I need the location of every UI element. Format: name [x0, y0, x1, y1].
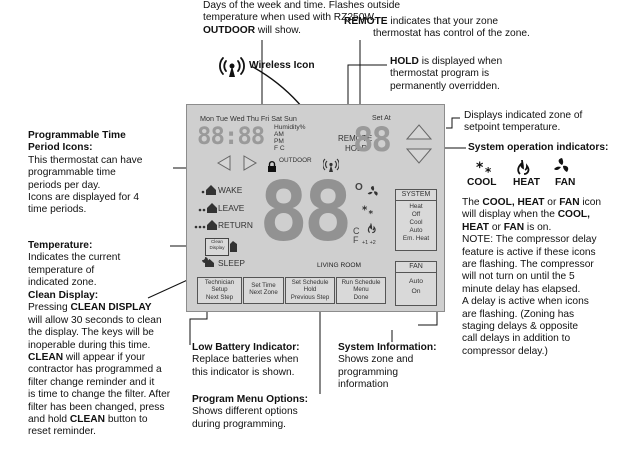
period-icon-wake [201, 183, 217, 201]
lcd-heat-icon [367, 221, 380, 239]
callout-wireless-label: Wireless Icon [249, 60, 315, 71]
time-left-arrow[interactable] [217, 155, 231, 176]
f-c-indicator: F C [274, 145, 285, 152]
cool-label: COOL [467, 177, 497, 188]
clean-display-button[interactable]: Clean Display [205, 238, 229, 256]
low-battery-lock-icon [267, 160, 277, 178]
wireless-signal-icon [219, 56, 245, 83]
main-temperature-digits: 88 [259, 165, 353, 260]
period-icon-return [194, 218, 218, 236]
svg-text:*: * [476, 160, 484, 176]
callout-temperature: Temperature: Indicates the current tempe… [28, 240, 121, 289]
system-mode-em-heat[interactable]: Em. Heat [402, 235, 430, 242]
callout-clean-display: Clean Display: Pressing CLEAN DISPLAY wi… [28, 290, 171, 438]
lcd-cool-icon: ** [362, 203, 378, 223]
period-icon-leave [198, 201, 218, 219]
period-label-return: RETURN [218, 220, 253, 230]
run-schedule-button[interactable]: Run Schedule Menu Done [336, 277, 386, 304]
set-schedule-button[interactable]: Set Schedule Hold Previous Step [285, 277, 335, 304]
callout-system-operation: System operation indicators: [468, 142, 609, 153]
system-mode-panel[interactable]: SYSTEM Heat Off Cool Auto Em. Heat [395, 189, 437, 251]
callout-setpoint: Displays indicated zone of setpoint temp… [464, 110, 583, 134]
leader-setpoint [446, 117, 460, 129]
fan-mode-on[interactable]: On [411, 288, 421, 295]
hold-indicator: HOLD [345, 144, 368, 153]
callout-hold: HOLD is displayed when thermostat progra… [390, 56, 503, 92]
fan-label: FAN [555, 177, 576, 188]
callout-system-info: System Information: Shows zone and progr… [338, 342, 437, 391]
period-label-wake: WAKE [218, 185, 243, 195]
fan-blade-icon [553, 157, 573, 180]
set-time-button[interactable]: Set Time Next Zone [243, 277, 284, 304]
heat-label: HEAT [513, 177, 540, 188]
fan-mode-auto[interactable]: Auto [409, 278, 423, 285]
fahrenheit-label: F [353, 235, 359, 245]
period-label-sleep: SLEEP [218, 258, 246, 268]
system-mode-heat[interactable]: Heat [409, 203, 423, 210]
technician-setup-button[interactable]: Technician Setup Next Step [197, 277, 242, 304]
leader-battery [189, 312, 208, 345]
callout-days-time: Days of the week and time. Flashes outsi… [203, 0, 401, 36]
outdoor-indicator: OUTDOOR [279, 157, 312, 164]
lcd-fan-icon [367, 185, 381, 203]
setpoint-digits: 88 [353, 120, 392, 160]
clean-hand-icon [228, 239, 239, 258]
am-indicator: AM [274, 131, 284, 138]
callout-remote: REMOTE indicates that your zone thermost… [344, 16, 530, 40]
svg-text:*: * [362, 205, 368, 216]
period-label-leave: LEAVE [218, 203, 245, 213]
set-at-label: Set At [372, 115, 391, 122]
system-mode-cool[interactable]: Cool [409, 219, 423, 226]
fan-mode-title: FAN [396, 262, 436, 273]
callout-program-menu: Program Menu Options: Shows different op… [192, 394, 309, 430]
lcd-wireless-icon [322, 157, 340, 178]
clock-digits: 88:88 [197, 122, 265, 150]
setpoint-up-arrow[interactable] [405, 124, 433, 146]
callout-low-battery: Low Battery Indicator: Replace batteries… [192, 342, 300, 378]
svg-text:*: * [485, 165, 492, 178]
system-mode-auto[interactable]: Auto [409, 227, 423, 234]
cool-snowflake-icon: ** [476, 158, 498, 183]
stage-indicator: +1 +2 [362, 240, 376, 246]
fan-mode-panel[interactable]: FAN Auto On [395, 261, 437, 306]
thermostat-display: Mon Tue Wed Thu Fri Sat Sun 88:88 Humidi… [186, 104, 445, 312]
days-of-week: Mon Tue Wed Thu Fri Sat Sun [200, 114, 297, 123]
callout-system-operation-body: The COOL, HEAT or FAN icon will display … [462, 197, 602, 357]
remote-indicator: REMOTE [338, 134, 373, 143]
celsius-label: C [353, 226, 360, 236]
system-mode-off[interactable]: Off [411, 211, 421, 218]
callout-programmable-periods: Programmable Time Period Icons: This the… [28, 130, 143, 216]
system-mode-title: SYSTEM [396, 190, 436, 201]
zone-name: LIVING ROOM [317, 262, 361, 269]
svg-text:*: * [369, 209, 374, 218]
time-right-arrow[interactable] [243, 155, 257, 176]
humidity-indicator: Humidity% [274, 124, 306, 131]
setpoint-down-arrow[interactable] [405, 147, 433, 169]
degree-symbol: O [355, 182, 363, 193]
period-icon-sleep [199, 255, 215, 273]
heat-flame-icon [516, 158, 536, 181]
pm-indicator: PM [274, 138, 284, 145]
